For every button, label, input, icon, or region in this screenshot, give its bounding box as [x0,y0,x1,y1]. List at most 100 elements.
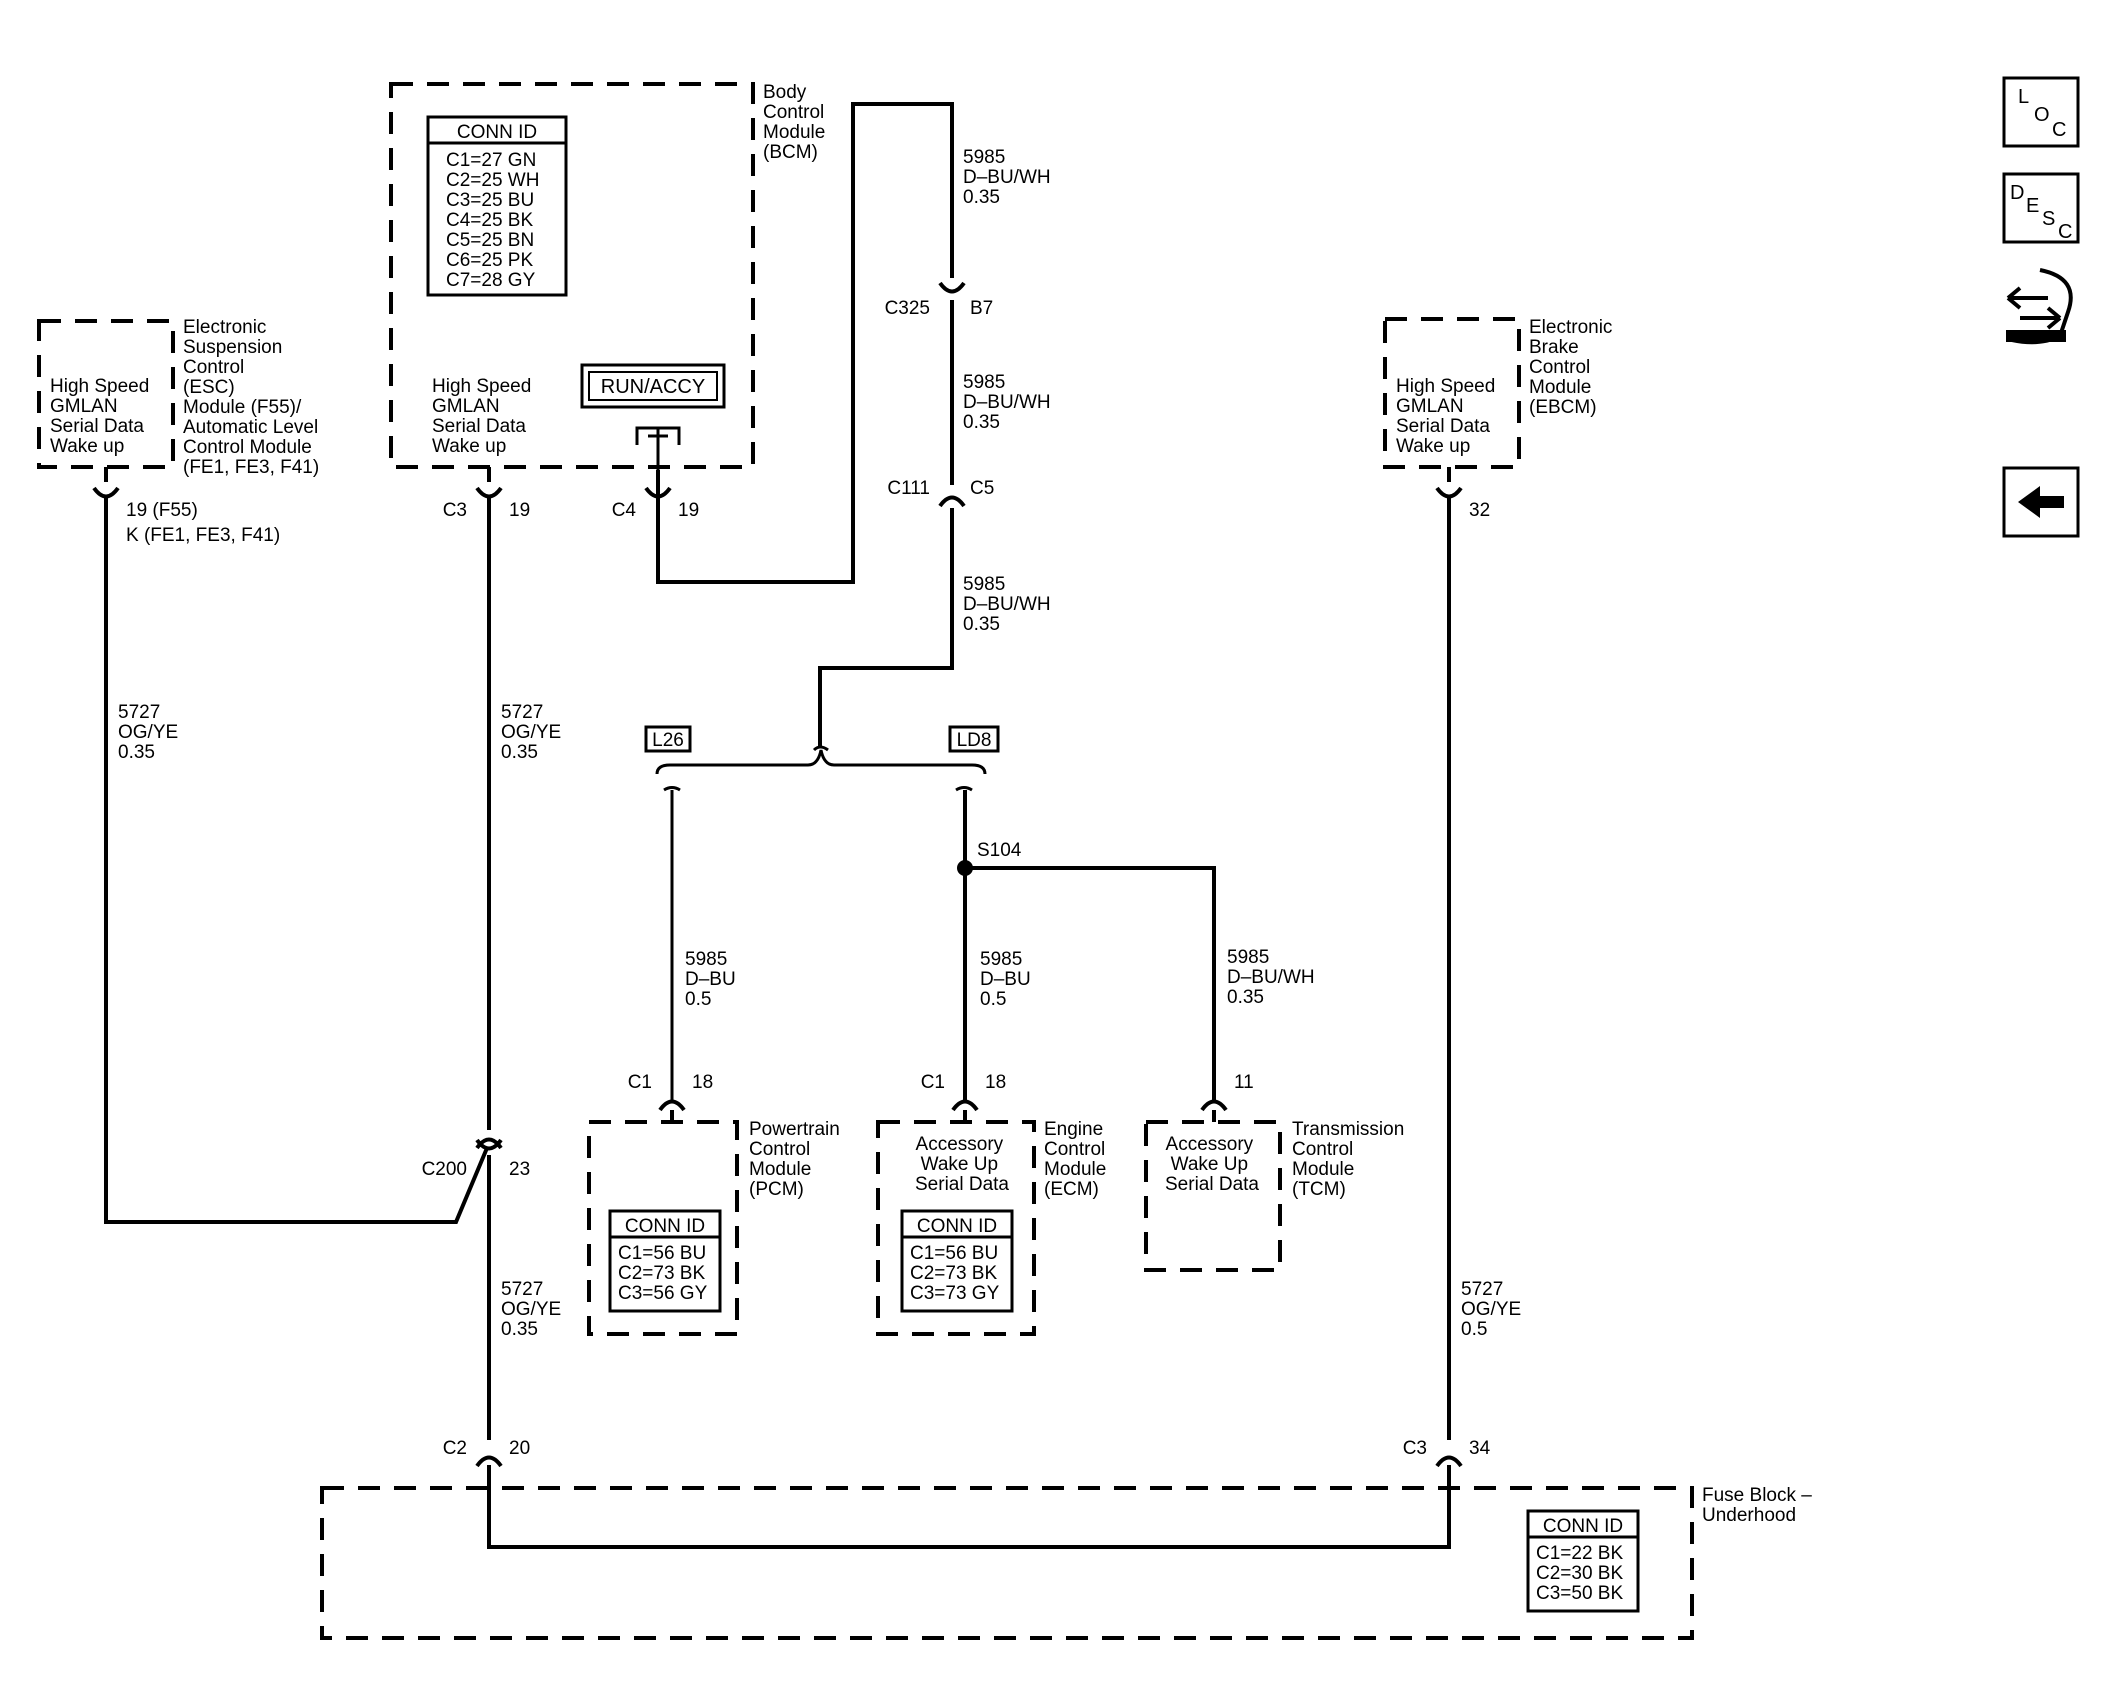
pcm-name: Powertrain Control Module (PCM) [749,1119,845,1200]
ecm-boundary [876,1120,1036,1336]
bcm-name: Body Control Module (BCM) [763,82,831,163]
c111-symbol [938,495,966,508]
option-ld8-box [948,725,1000,753]
wire-label-bcm: 5727 OG/YE 0.35 [501,702,566,763]
bcm-c4-pin-symbol [644,486,672,499]
wire-label-ecm: 5985 D–BU 0.5 [980,949,1036,1010]
tcm-pin-symbol [1200,1099,1228,1112]
bcm-function: High Speed GMLAN Serial Data Wake up [432,376,537,457]
wire-label-lower: 5727 OG/YE 0.35 [501,1279,566,1340]
svg-text:CONN ID: CONN ID [625,1216,705,1237]
wires [104,102,1451,1549]
option-brace [655,749,987,775]
connector-ecm-c1: C1 [921,1072,945,1093]
esc-name: Electronic Suspension Control (ESC) Modu… [183,317,323,478]
connector-c111: C111 [887,478,930,499]
wire-bcm-c4-to-c325 [656,102,954,584]
option-ld8: LD8 [957,730,992,751]
wire-label-w3: 5985 D–BU/WH 0.35 [963,574,1056,635]
svg-text:C: C [2052,119,2066,141]
connector-labels: C325 B7 C111 C5 C3 19 C4 19 19 (F55) K (… [126,298,1491,1459]
svg-text:D: D [2010,182,2024,204]
option-tags: L26 LD8 [644,725,1000,753]
svg-text:RUN/ACCY: RUN/ACCY [601,376,705,398]
ecm-function: Accessory Wake Up Serial Data [915,1134,1009,1195]
tcm-module: Transmission Control Module (TCM) Access… [1144,1119,1410,1272]
pin-tcm-11: 11 [1234,1072,1254,1093]
connector-c325: C325 [885,298,930,319]
tcm-name: Transmission Control Module (TCM) [1292,1119,1410,1200]
fuse-block-boundary [320,1486,1694,1640]
pin-b7: B7 [970,298,993,319]
pcm-pin-symbol [658,1099,686,1112]
svg-text:O: O [2034,104,2050,126]
pcm-conn-id-table: CONN ID C1=56 BU C2=73 BK C3=56 GY [608,1209,722,1313]
wire-c111-to-option [818,508,954,748]
connector-fuse-c2: C2 [443,1438,467,1459]
tcm-function: Accessory Wake Up Serial Data [1165,1134,1259,1195]
pin-ebcm-32: 32 [1469,500,1490,521]
svg-text:E: E [2026,195,2039,217]
svg-text:L: L [2018,86,2029,108]
wire-to-tcm [965,866,1216,1100]
c325-symbol [938,281,966,294]
pcm-boundary [587,1120,739,1336]
nav-loc-button[interactable]: L O C [2002,76,2080,148]
wire-label-w1: 5985 D–BU/WH 0.35 [963,147,1056,208]
pin-20: 20 [509,1438,530,1459]
fuse-conn-id-table: CONN ID C1=22 BK C2=30 BK C3=50 BK [1526,1509,1640,1613]
svg-text:C: C [2058,221,2072,243]
wire-labels: 5985 D–BU/WH 0.35 5985 D–BU/WH 0.35 5985… [118,147,1526,1340]
nav-connector-icon[interactable] [2006,268,2073,345]
ebcm-function: High Speed GMLAN Serial Data Wake up [1396,376,1501,457]
pin-c4-19: 19 [678,500,699,521]
c3-fuse-symbol [1435,1455,1463,1468]
bcm-c3-pin-symbol [475,486,503,499]
ebcm-module: Electronic Brake Control Module (EBCM) H… [1383,317,1618,469]
c2-fuse-symbol [475,1455,503,1468]
connector-fuse-c3: C3 [1403,1438,1427,1459]
wire-label-esc: 5727 OG/YE 0.35 [118,702,183,763]
connector-symbols [92,281,1463,1490]
pin-bcm-19: 19 [509,500,530,521]
svg-text:S: S [2042,208,2055,230]
ecm-name: Engine Control Module (ECM) [1044,1119,1112,1200]
wire-label-ebcm: 5727 OG/YE 0.5 [1461,1279,1526,1340]
esc-module: Electronic Suspension Control (ESC) Modu… [37,317,323,478]
wire-esc [104,495,489,1224]
bcm-ground-switch [635,426,681,470]
ebcm-pin-symbol [1435,486,1463,499]
svg-text:CONN ID: CONN ID [1543,1516,1623,1537]
wire-label-tcm: 5985 D–BU/WH 0.35 [1227,947,1320,1008]
ecm-pin-symbol [951,1099,979,1112]
wire-label-w2: 5985 D–BU/WH 0.35 [963,372,1056,433]
splice-s104-label: S104 [977,840,1022,861]
ebcm-name: Electronic Brake Control Module (EBCM) [1529,317,1618,418]
pin-pcm-18: 18 [692,1072,713,1093]
ecm-conn-id-table: CONN ID C1=56 BU C2=73 BK C3=73 GY [900,1209,1014,1313]
connector-bcm-c3: C3 [443,500,467,521]
connector-pcm-c1: C1 [628,1072,652,1093]
option-l26-box [644,725,692,753]
svg-text:CONN ID: CONN ID [917,1216,997,1237]
bcm-conn-header: CONN ID [457,122,537,143]
svg-text:C1=22 BK C2=30 BK: C1=22 BK C2=30 BK C3=50 BK [1536,1543,1628,1604]
tcm-boundary [1144,1120,1282,1272]
connector-c200: C200 [422,1159,467,1180]
pin-34: 34 [1469,1438,1491,1459]
esc-boundary [37,319,175,469]
bcm-conn-list: C1=27 GN C2=25 WH C3=25 BU C4=25 BK C5=2… [446,150,545,291]
splice-s104 [957,860,973,876]
fuse-block-name: Fuse Block – Underhood [1702,1485,1817,1526]
wire-label-pcm: 5985 D–BU 0.5 [685,949,741,1010]
esc-function: High Speed GMLAN Serial Data Wake up [50,376,155,457]
bcm-conn-id-table: CONN ID C1=27 GN C2=25 WH C3=25 BU C4=25… [426,115,568,297]
svg-text:C1=56 BU C2=73 BK: C1=56 BU C2=73 BK C3=56 GY [618,1243,711,1304]
nav-desc-button[interactable]: D E S C [2002,172,2080,244]
bcm-boundary [389,82,755,469]
nav-back-button[interactable] [2002,466,2080,538]
connector-bcm-c4: C4 [612,500,637,521]
ebcm-boundary [1383,317,1521,469]
fuse-block: Fuse Block – Underhood CONN ID C1=22 BK … [320,1485,1817,1640]
